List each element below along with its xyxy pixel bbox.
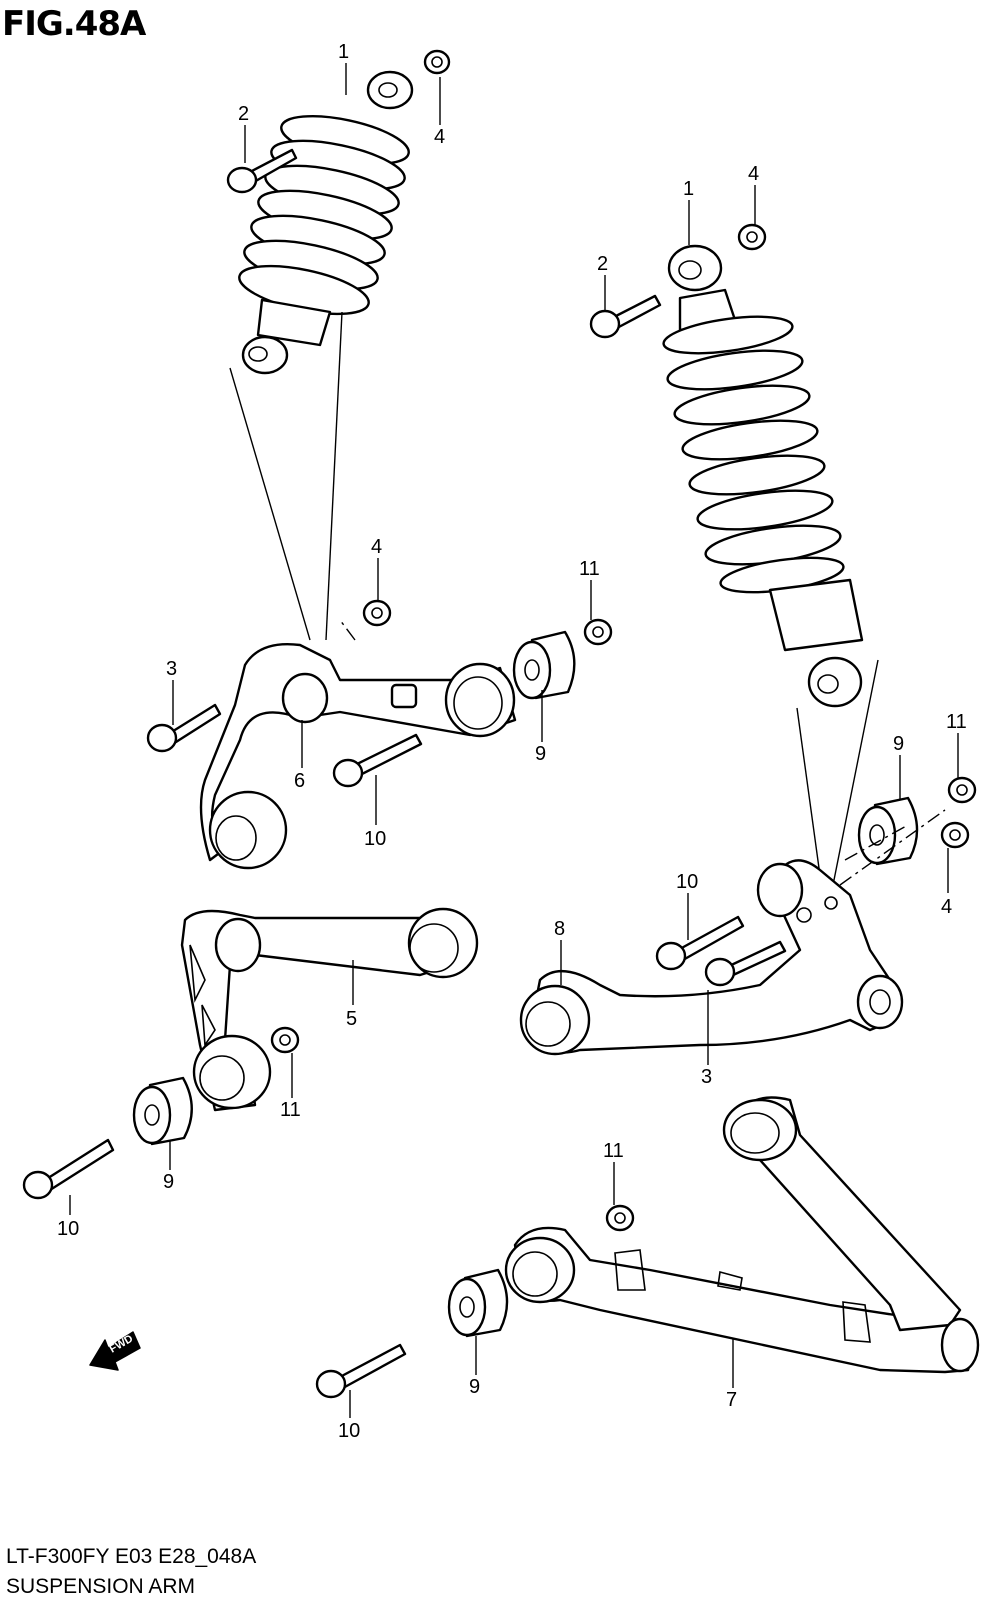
lower-arm-right-nut[interactable] xyxy=(605,1204,635,1232)
upper-arm-right[interactable] xyxy=(519,859,904,1056)
upper-arm-left-shock-bolt[interactable] xyxy=(146,703,222,753)
lower-arm-right-bushing[interactable] xyxy=(447,1268,509,1338)
right-shock-absorber[interactable] xyxy=(661,244,864,708)
upper-arm-left[interactable] xyxy=(199,643,517,870)
callout-1: 1 xyxy=(338,41,349,63)
left-upper-shock-bolt[interactable] xyxy=(226,148,298,194)
callout-10: 10 xyxy=(364,828,386,850)
callout-2: 2 xyxy=(597,253,608,275)
lower-arm-left-pivot-bolt[interactable] xyxy=(22,1138,115,1200)
callout-4: 4 xyxy=(941,896,952,918)
callout-11: 11 xyxy=(579,558,600,580)
callout-9: 9 xyxy=(469,1376,480,1398)
callout-9: 9 xyxy=(893,733,904,755)
callout-11: 11 xyxy=(603,1140,624,1162)
callout-numbers: 1 2 4 1 4 2 4 11 3 6 9 10 11 9 10 8 4 3 … xyxy=(57,41,967,1442)
callout-11: 11 xyxy=(946,711,967,733)
upper-arm-right-shock-bolt[interactable] xyxy=(704,940,787,987)
left-upper-shock-nut[interactable] xyxy=(423,49,451,75)
callout-10: 10 xyxy=(57,1218,79,1240)
fwd-direction-arrow: FWD xyxy=(89,1331,141,1371)
callout-10: 10 xyxy=(338,1420,360,1442)
model-code: LT-F300FY E03 E28_048A xyxy=(6,1545,257,1568)
callout-6: 6 xyxy=(294,770,305,792)
lower-arm-left-nut[interactable] xyxy=(270,1026,300,1054)
upper-arm-right-shock-nut[interactable] xyxy=(940,821,970,849)
upper-arm-right-nut[interactable] xyxy=(947,776,977,804)
left-shock-absorber[interactable] xyxy=(235,70,414,375)
callout-1: 1 xyxy=(683,178,694,200)
upper-arm-right-bushing[interactable] xyxy=(857,796,919,866)
upper-arm-left-nut[interactable] xyxy=(583,618,613,646)
upper-arm-right-pivot-bolt[interactable] xyxy=(655,915,745,971)
callout-4: 4 xyxy=(434,126,445,148)
upper-arm-left-bushing[interactable] xyxy=(512,630,576,700)
callout-10: 10 xyxy=(676,871,698,893)
callout-4: 4 xyxy=(371,536,382,558)
callout-11: 11 xyxy=(280,1099,301,1121)
lower-arm-left-bushing[interactable] xyxy=(132,1076,193,1146)
callout-4: 4 xyxy=(748,163,759,185)
callout-7: 7 xyxy=(726,1389,737,1411)
right-upper-shock-nut[interactable] xyxy=(737,223,767,251)
lower-arm-right[interactable] xyxy=(504,1096,980,1374)
lower-arm-right-pivot-bolt[interactable] xyxy=(315,1343,407,1399)
upper-arm-left-shock-nut[interactable] xyxy=(362,599,392,627)
callout-3: 3 xyxy=(166,658,177,680)
callout-5: 5 xyxy=(346,1008,357,1030)
leader-lines xyxy=(69,63,959,1418)
callout-8: 8 xyxy=(554,918,565,940)
callout-9: 9 xyxy=(163,1171,174,1193)
figure-title: FIG.48A xyxy=(2,4,146,44)
right-upper-shock-bolt[interactable] xyxy=(589,294,662,339)
callout-2: 2 xyxy=(238,103,249,125)
lower-arm-left[interactable] xyxy=(180,907,479,1112)
callout-9: 9 xyxy=(535,743,546,765)
section-name: SUSPENSION ARM xyxy=(6,1575,196,1598)
callout-3: 3 xyxy=(701,1066,712,1088)
upper-arm-left-pivot-bolt[interactable] xyxy=(332,733,423,788)
